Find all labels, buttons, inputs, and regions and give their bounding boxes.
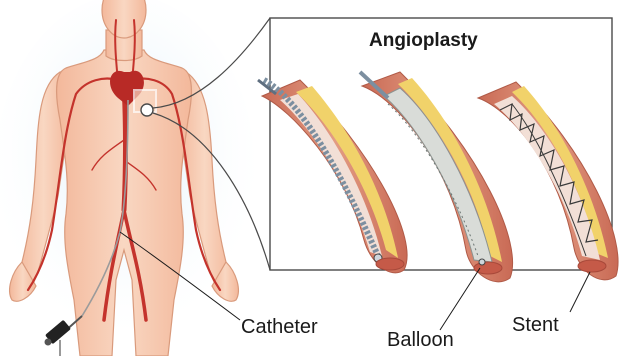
zoom-marker-circle [141,104,153,116]
leader-stent [570,272,590,312]
label-catheter: Catheter [241,316,318,339]
vessel-balloon-opening [474,262,502,274]
catheter-device [45,316,83,356]
vessel-catheter-opening [376,258,404,270]
label-stent: Stent [512,314,559,337]
leader-balloon [440,268,480,330]
vessel-catheter [258,80,407,273]
vessel-stent-opening [578,260,606,272]
diagram-title: Angioplasty [369,30,478,52]
label-balloon: Balloon [387,329,454,352]
